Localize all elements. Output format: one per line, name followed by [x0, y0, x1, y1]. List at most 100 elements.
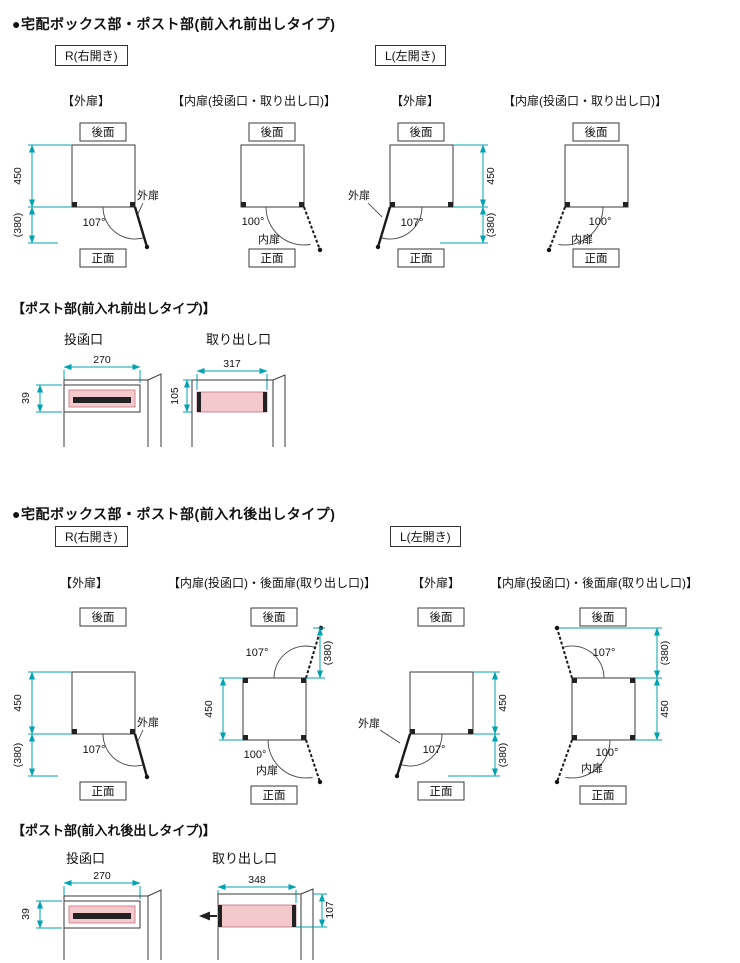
svg-text:(380): (380)	[659, 641, 671, 666]
outer-door-label: 外扉	[358, 717, 380, 730]
hinge-nub	[243, 678, 248, 683]
depth-dimension: 450 (380)	[448, 671, 509, 777]
section2-header-inner-r: 【内扉(投函口)・後面扉(取り出し口)】	[168, 576, 376, 590]
inner-angle-label: 100°	[242, 216, 265, 228]
front-face-label: 正面	[250, 785, 298, 805]
door-end-cap	[197, 392, 201, 412]
front-face-label: 正面	[579, 785, 627, 805]
outer-door-label: 外扉	[137, 189, 159, 202]
svg-text:(380): (380)	[497, 743, 509, 768]
door-end-cap	[292, 905, 296, 927]
diagram-rear-type-l-inner-rear: 後面 107° (380) 450 100° 内扉 正面	[554, 607, 671, 805]
door-end-cap	[218, 905, 222, 927]
outer-door-open-line	[395, 733, 412, 777]
svg-text:正面: 正面	[263, 790, 286, 802]
height-dimension: 39	[20, 900, 62, 929]
takeout-label: 取り出し口	[212, 851, 278, 866]
svg-text:正面: 正面	[261, 253, 284, 265]
width-dimension: 270	[63, 354, 141, 383]
inner-angle-label: 100°	[589, 216, 612, 228]
depth-dimension: 450	[635, 677, 671, 741]
inner-door-open-line	[548, 206, 566, 251]
svg-text:39: 39	[20, 908, 32, 920]
door-handle-dot	[394, 773, 400, 779]
back-face-label: 後面	[397, 122, 445, 142]
inner-door-label: 内扉	[571, 232, 593, 246]
slot-flap	[73, 913, 131, 919]
diagram-front-type-r-outer: 後面 450 (380) 107° 外扉 正面	[12, 122, 159, 268]
inner-door-label: 内扉	[581, 761, 603, 775]
back-face-label: 後面	[250, 607, 298, 627]
svg-text:後面: 後面	[92, 125, 115, 139]
inner-angle-label: 100°	[596, 747, 619, 759]
door-handle-dot	[317, 247, 323, 253]
rear-door-open-line	[556, 627, 573, 679]
outer-angle-label: 107°	[83, 217, 106, 229]
leader-line	[136, 202, 144, 217]
diagram-rear-type-r-outer: 後面 450 (380) 107° 外扉 正面	[12, 607, 159, 801]
leader-line	[367, 202, 383, 218]
mail-slot-label: 投函口	[66, 851, 106, 866]
outer-door-label: 外扉	[137, 716, 159, 729]
box-plan-outline	[242, 677, 307, 741]
outer-door-open-line	[376, 206, 392, 248]
outer-angle-label: 107°	[83, 744, 106, 756]
door-end-cap	[263, 392, 267, 412]
svg-text:348: 348	[248, 874, 266, 886]
door-handle-dot	[144, 774, 150, 780]
post-takeout-diagram-front-type: 317 105	[169, 358, 286, 447]
height-dimension: 105	[169, 379, 192, 413]
front-face-label: 正面	[79, 781, 127, 801]
outer-door-open-line	[133, 733, 149, 778]
width-dimension: 270	[63, 870, 141, 899]
rear-door-open-line	[305, 627, 322, 679]
section2-title: ●宅配ボックス部・ポスト部(前入れ後出しタイプ)	[12, 506, 336, 522]
outer-angle-label: 107°	[423, 744, 446, 756]
svg-text:450: 450	[659, 700, 671, 718]
hinge-nub	[130, 202, 135, 207]
rear-swing-dimension: (380)	[559, 627, 671, 679]
door-handle-dot	[554, 779, 560, 785]
section2-header-inner-l: 【内扉(投函口)・後面扉(取り出し口)】	[490, 576, 698, 590]
hinge-nub	[301, 678, 306, 683]
front-face-label: 正面	[79, 248, 127, 268]
leader-line	[136, 729, 144, 744]
door-handle-dot	[554, 625, 560, 631]
takeout-label: 取り出し口	[206, 332, 272, 347]
svg-text:後面: 後面	[430, 610, 453, 624]
section1-header-outer-l: 【外扉】	[391, 94, 440, 108]
slot-plate	[63, 900, 141, 929]
back-face-label: 後面	[579, 607, 627, 627]
hinge-nub	[301, 735, 306, 740]
door-handle-dot	[546, 247, 552, 253]
door-swing-arc	[558, 206, 604, 246]
post-takeout-diagram-rear-type: 348 107	[199, 874, 336, 960]
hinge-nub	[390, 202, 395, 207]
door-handle-dot	[144, 244, 150, 250]
height-dimension: 39	[20, 384, 62, 413]
hinge-nub	[565, 202, 570, 207]
svg-text:270: 270	[93, 354, 111, 366]
hinge-nub	[410, 729, 415, 734]
section1-title: ●宅配ボックス部・ポスト部(前入れ前出しタイプ)	[12, 16, 336, 32]
post-slot-diagram-front-type: 270 39	[20, 354, 162, 447]
rear-angle-label: 107°	[593, 647, 616, 659]
svg-text:後面: 後面	[261, 125, 284, 139]
height-dimension: 107	[296, 893, 336, 928]
front-face-label: 正面	[417, 781, 465, 801]
takeout-door	[196, 391, 268, 413]
front-face-label: 正面	[248, 248, 296, 268]
hinge-nub	[630, 735, 635, 740]
svg-text:正面: 正面	[430, 786, 453, 798]
box-plan-outline	[564, 144, 629, 208]
svg-text:後面: 後面	[592, 610, 615, 624]
outer-door-label: 外扉	[348, 189, 370, 202]
section2-right-open-tag: R(右開き)	[55, 526, 128, 547]
slot-plate	[63, 384, 141, 413]
svg-text:317: 317	[223, 358, 241, 370]
diagram-front-type-r-inner: 後面 100° 内扉 正面	[240, 122, 323, 268]
svg-text:107: 107	[324, 901, 336, 919]
door-swing-arc	[400, 733, 443, 767]
svg-text:450: 450	[12, 167, 24, 185]
hinge-nub	[243, 735, 248, 740]
